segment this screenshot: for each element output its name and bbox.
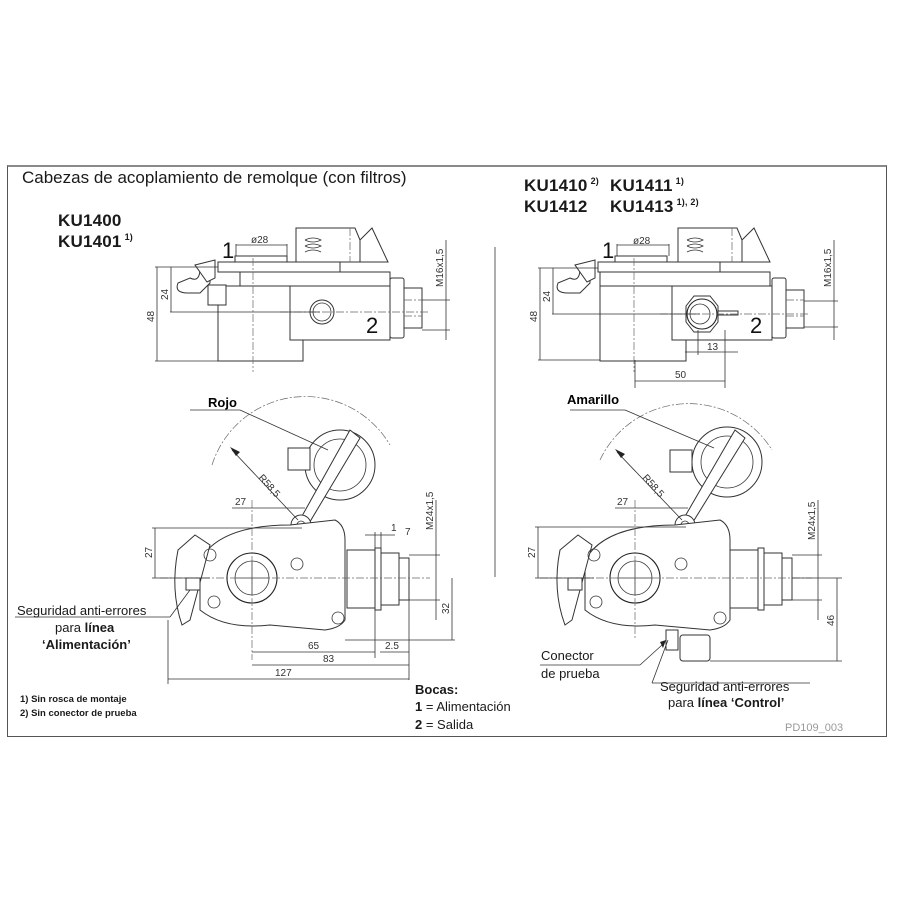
dim-thread-m24: M24x1,5 [425,491,436,530]
model-ku1410-label: KU1410 [524,176,588,195]
bocas-num: 1 [415,699,423,714]
label-linea: línea [84,620,115,635]
bocas-text: = Salida [422,717,474,732]
model-ku1412: KU1412 [524,197,588,216]
label-conector-2: de prueba [541,666,600,681]
bocas-item-1: 1 = Alimentación [415,699,511,714]
model-ku1411-label: KU1411 [610,176,673,195]
side-view-right [556,227,810,372]
port-2-label: 2 [366,313,378,338]
bocas-item-2: 2 = Salida [415,717,473,732]
dim-1: 1 [391,523,397,534]
footnote-ref: 1) [124,232,133,242]
dim-diameter: ø28 [251,235,269,246]
footnote-2: 2) Sin conector de prueba [20,708,137,719]
label-para-right: para [668,695,698,710]
dim-83: 83 [323,654,335,665]
dim-24-right: 24 [542,290,553,302]
drawing-frame [7,165,887,737]
dim-48-right: 48 [529,310,540,322]
bocas-num: 2 [415,717,423,732]
label-linea-control: línea ‘Control’ [697,695,785,710]
model-ku1400: KU1400 [58,211,122,230]
dim-radius: R58,5 [256,473,282,501]
label-conector-1: Conector [541,648,594,663]
dims-top-left: ø28 1 2 24 48 M16x1,5 [146,235,450,362]
label-rojo: Rojo [208,395,237,410]
label-seguridad-left-2: para línea [55,620,114,635]
drawing-code: PD109_003 [785,722,844,734]
dim-2-5: 2.5 [385,641,399,652]
dim-thread-m16-right: M16x1,5 [823,248,834,287]
dim-127: 127 [275,668,292,679]
dim-thread-m24-right: M24x1,5 [807,501,818,540]
model-ku1401-label: KU1401 [58,232,122,251]
dim-diameter-right: ø28 [633,236,651,247]
dim-radius-right: R58,5 [640,473,666,501]
dim-50: 50 [675,370,687,381]
dim-27-vertical: 27 [144,546,155,558]
dim-48: 48 [146,310,157,322]
footnote-1: 1) Sin rosca de montaje [20,694,127,705]
dim-32: 32 [441,602,452,614]
port-1-label-right: 1 [602,238,614,263]
footnote-ref: 1), 2) [676,197,699,207]
dim-7: 7 [405,527,411,538]
label-seguridad-right-2: para línea ‘Control’ [668,695,784,710]
label-alimentacion: ‘Alimentación’ [42,637,131,652]
label-seguridad-right-1: Seguridad anti-errores [660,679,790,694]
port-2-label-right: 2 [750,313,762,338]
dim-thread-m16: M16x1,5 [435,248,446,287]
dim-24: 24 [160,288,171,300]
dim-27-vertical-right: 27 [527,546,538,558]
port-1-label: 1 [222,238,234,263]
dim-65: 65 [308,641,320,652]
label-amarillo: Amarillo [567,392,619,407]
bocas-text: = Alimentación [422,699,511,714]
side-view-left [176,227,430,372]
dim-46: 46 [826,614,837,626]
footnote-ref: 1) [675,176,685,186]
label-seguridad-left-1: Seguridad anti-errores [17,603,147,618]
model-ku1413-label: KU1413 [610,197,674,216]
page-title: Cabezas de acoplamiento de remolque (con… [22,168,407,187]
bocas-heading: Bocas: [415,682,459,697]
dims-top-right: ø28 1 2 24 48 13 50 M16x1,5 [529,236,838,388]
dim-27-horizontal-right: 27 [617,497,629,508]
dim-27-horizontal: 27 [235,497,247,508]
footnote-ref: 2) [590,176,599,186]
dim-13: 13 [707,342,719,353]
front-view-right [540,403,812,662]
label-para: para [55,620,85,635]
